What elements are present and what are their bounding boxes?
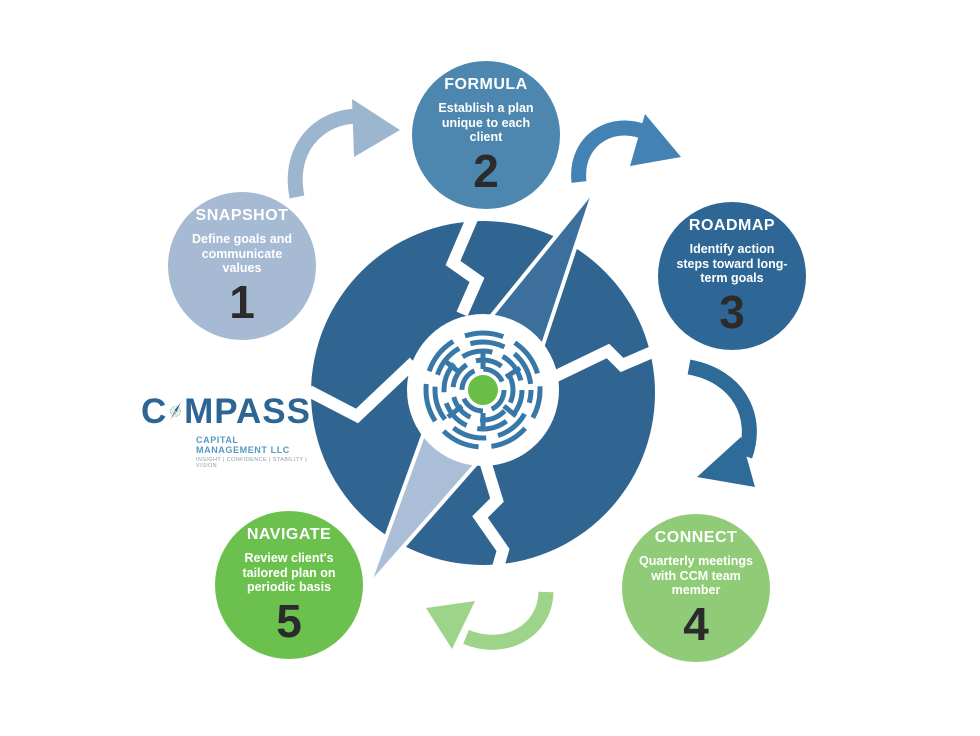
step-description: Quarterly meetings with CCM team member [639,553,753,598]
step-circle-roadmap: ROADMAP Identify action steps toward lon… [658,202,806,350]
step-number: 5 [276,595,302,648]
step-circle-snapshot: SNAPSHOT Define goals and communicate va… [168,192,316,340]
step-circle-formula: FORMULA Establish a plan unique to each … [412,61,560,209]
logo-subtitle: CAPITAL MANAGEMENT LLC [196,435,290,455]
step-circle-connect: CONNECT Quarterly meetings with CCM team… [622,514,770,662]
step-description: Establish a plan unique to each client [438,100,534,145]
step-number: 2 [473,145,499,198]
brand-logo: C MPASS CAPITAL MANAGEMENT LLC INSIGHT |… [141,388,311,470]
curved-arrow-1-2-icon [287,99,400,199]
hub-divider-cuts [306,211,660,583]
step-number: 1 [229,276,255,329]
step-description: Review client's tailored plan on periodi… [242,550,336,595]
logo-letters-mpass: MPASS [184,391,311,431]
step-title: SNAPSHOT [195,206,289,224]
step-number: 4 [683,598,709,651]
step-circle-navigate: NAVIGATE Review client's tailored plan o… [215,511,363,659]
maze-icon [423,330,543,450]
step-description: Define goals and communicate values [191,231,293,276]
step-description: Identify action steps toward long- term … [676,241,788,286]
step-title: FORMULA [444,75,528,93]
step-title: CONNECT [654,528,738,546]
logo-wordmark: C MPASS [141,388,311,434]
logo-tagline: INSIGHT | CONFIDENCE | STABILITY | VISIO… [196,457,308,469]
maze-radial-walls [443,352,522,430]
curved-arrow-3-4-icon [687,359,757,487]
step-title: NAVIGATE [246,525,332,543]
maze-center-dot [468,375,498,405]
curved-arrow-2-3-icon [571,114,681,183]
step-number: 3 [719,286,745,339]
logo-letter-c: C [141,391,168,431]
curved-arrow-4-5-icon [426,591,554,650]
logo-compass-icon [169,401,182,421]
step-title: ROADMAP [688,216,776,234]
